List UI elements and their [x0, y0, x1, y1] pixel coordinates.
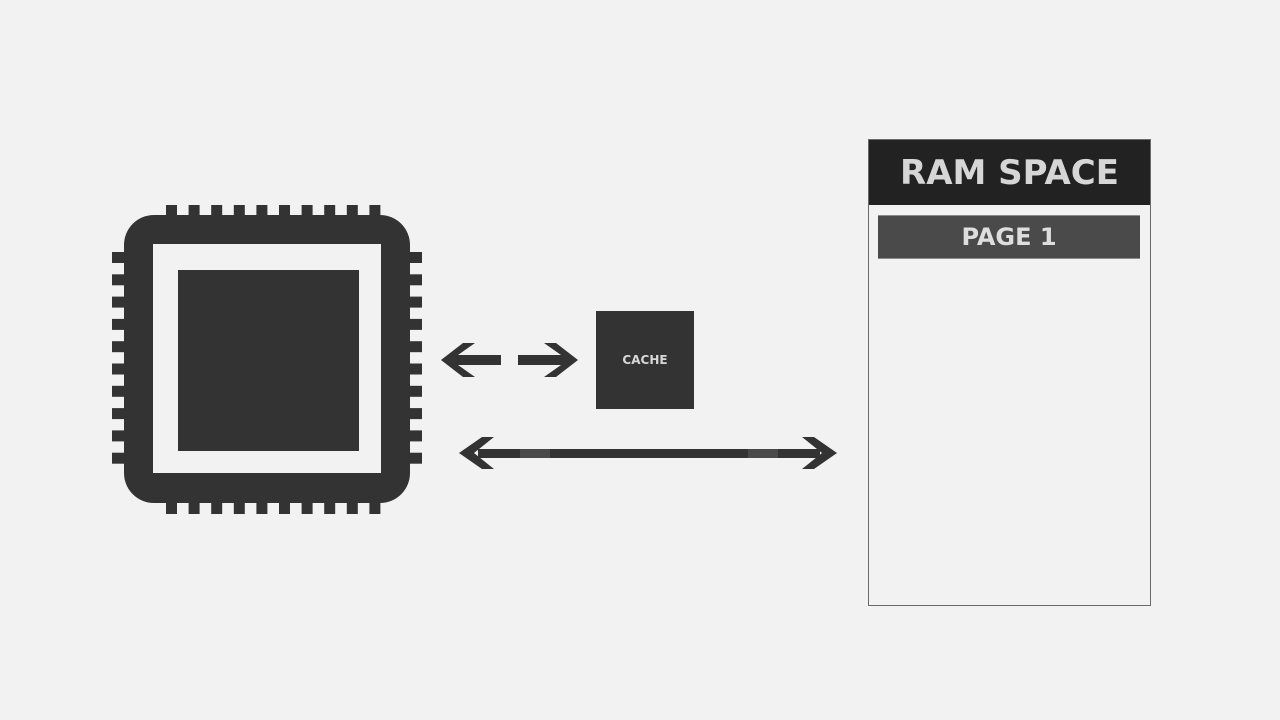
- arrow-left-head: [459, 437, 494, 469]
- cpu-pin: [233, 501, 245, 514]
- cpu-pin: [346, 205, 358, 217]
- cpu-pin: [112, 296, 126, 308]
- cpu-pin: [408, 318, 422, 330]
- arrow-left-head: [441, 343, 501, 377]
- cpu-pin: [408, 363, 422, 375]
- cpu-pin: [211, 205, 223, 217]
- cpu-pin: [112, 318, 126, 330]
- cpu-pin: [256, 501, 268, 514]
- cpu-pin: [112, 408, 126, 420]
- cpu-pin: [301, 205, 313, 217]
- cpu-pins-left: [112, 252, 126, 464]
- page-entry: PAGE 1: [878, 215, 1140, 259]
- cpu-pin: [112, 341, 126, 353]
- cpu-pin: [408, 385, 422, 397]
- cpu-chip-icon: [112, 205, 422, 514]
- cpu-pin: [112, 430, 126, 442]
- cpu-pin: [279, 205, 290, 217]
- cpu-pin: [301, 501, 313, 514]
- cpu-pin: [112, 452, 126, 464]
- cpu-pin: [256, 205, 268, 217]
- ram-space-panel: RAM SPACE PAGE 1: [868, 139, 1151, 606]
- cpu-core: [178, 270, 359, 451]
- cpu-pin: [188, 501, 200, 514]
- cpu-pin: [369, 205, 381, 217]
- cpu-pin: [408, 274, 422, 286]
- cpu-pin: [112, 274, 126, 286]
- cpu-pin: [112, 363, 126, 375]
- arrow-shaft-highlight-right: [748, 449, 778, 458]
- cpu-pin: [166, 205, 177, 217]
- cpu-pin: [112, 252, 126, 263]
- cpu-pin: [324, 205, 336, 217]
- cpu-pin: [188, 205, 200, 217]
- cpu-pin: [233, 205, 245, 217]
- cpu-pin: [408, 341, 422, 353]
- arrow-shaft-highlight-left: [520, 449, 550, 458]
- cpu-pin: [408, 430, 422, 442]
- ram-link-arrow-icon: [459, 437, 837, 469]
- cpu-pin: [408, 452, 422, 464]
- arrow-shaft: [478, 449, 820, 458]
- cpu-pin: [324, 501, 336, 514]
- cpu-pin: [279, 501, 290, 514]
- ram-space-title: RAM SPACE: [869, 140, 1150, 205]
- cpu-pins-top: [166, 205, 381, 217]
- arrow-right-head: [802, 437, 837, 469]
- cpu-pin: [112, 385, 126, 397]
- cpu-pins-bottom: [166, 501, 381, 514]
- cpu-pin: [408, 252, 422, 263]
- cpu-pins-right: [408, 252, 422, 464]
- cache-block: CACHE: [596, 311, 694, 409]
- cpu-pin: [346, 501, 358, 514]
- cpu-pin: [211, 501, 223, 514]
- cpu-pin: [369, 501, 381, 514]
- cpu-pin: [408, 296, 422, 308]
- arrow-right-head: [518, 343, 578, 377]
- cpu-pin: [408, 408, 422, 420]
- cache-label: CACHE: [622, 353, 668, 367]
- cache-link-arrow-icon: [441, 343, 578, 377]
- cpu-pin: [166, 501, 177, 514]
